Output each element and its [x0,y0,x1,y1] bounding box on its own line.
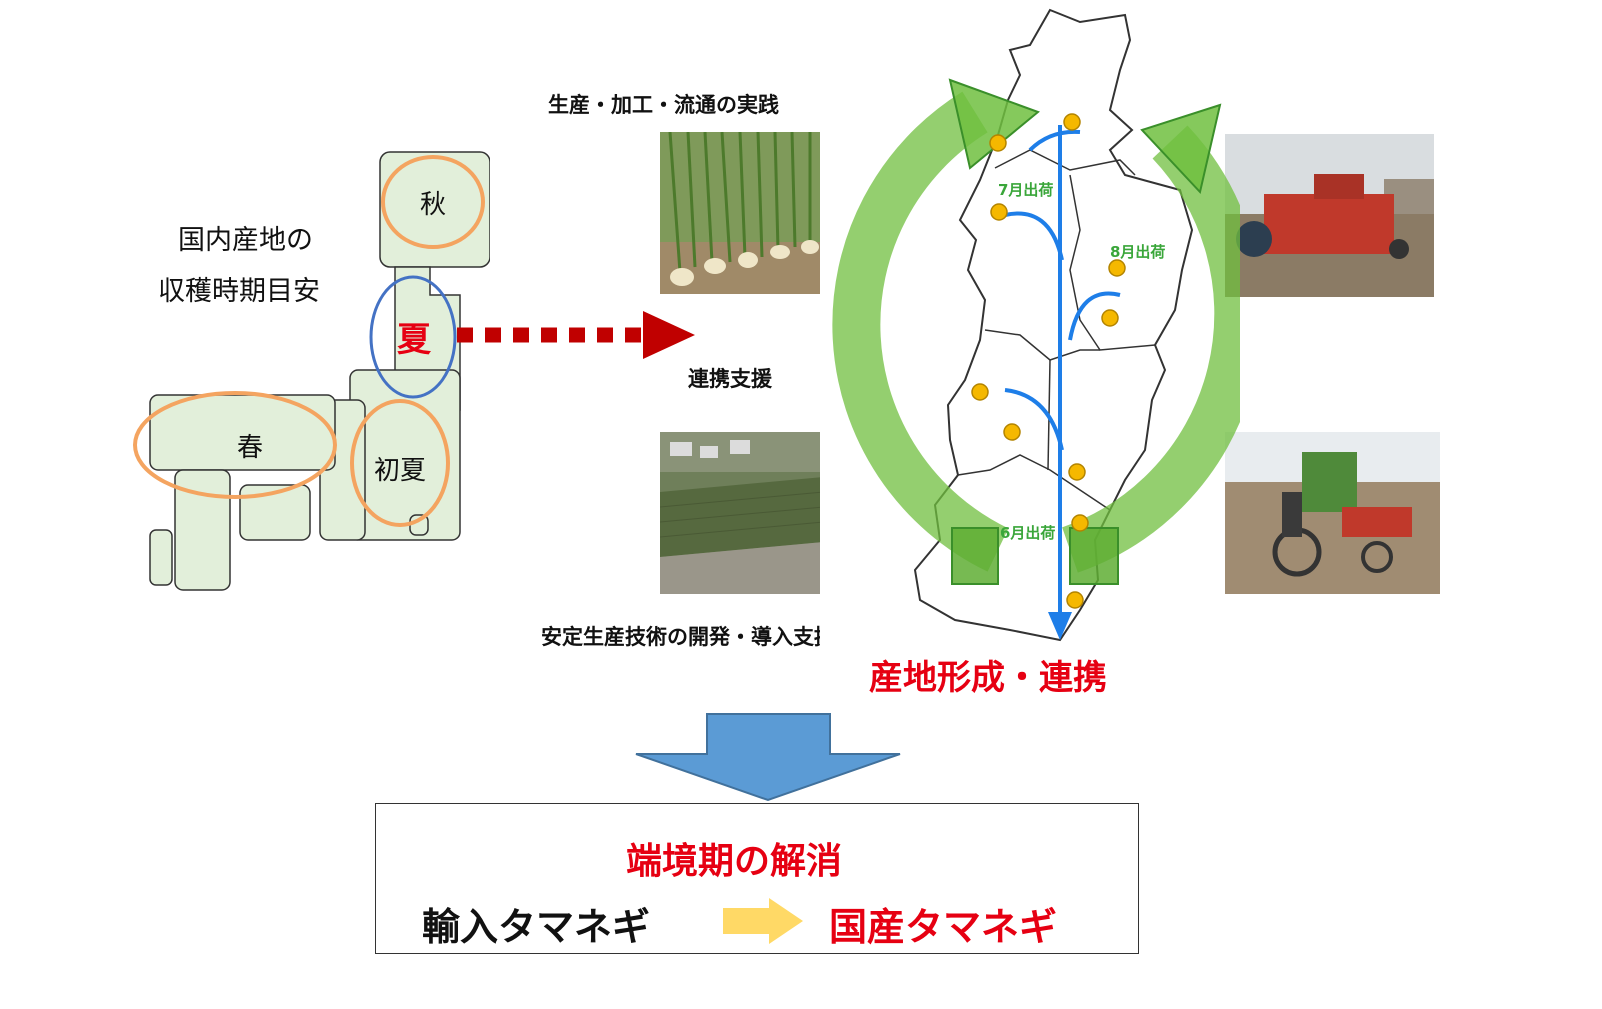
tohoku-map [780,0,1263,705]
southern-island-shape [149,529,173,586]
june-shipment-label: 6月出荷 [1000,524,1056,542]
spring-ring [133,391,337,499]
japan-map [130,140,491,600]
season-spring: 春 [237,433,264,463]
tech-support-label: 安定生産技術の開発・導入支援 [541,625,835,649]
import-onion-label: 輸入タマネギ [422,905,651,949]
cycle-arrows [832,91,1263,573]
transplanter-photo [1222,432,1440,594]
july-shipment-label: 7月出荷 [998,181,1054,199]
season-summer: 夏 [397,320,431,360]
japan-map-shapes [133,151,491,591]
harvester-photo [1224,134,1434,297]
region-formation-caption: 産地形成・連携 [869,658,1107,698]
season-early-summer: 初夏 [374,456,427,486]
japan-map-heading-line2: 収穫時期目安 [158,276,320,307]
season-autumn: 秋 [420,190,447,220]
result-box: 端境期の解消 輸入タマネギ 国産タマネギ [375,803,1139,954]
early-summer-ring [350,399,450,527]
domestic-onion-label: 国産タマネギ [829,905,1058,949]
kyushu-shape [174,469,231,591]
shikoku-shape [239,484,311,541]
off-season-resolution: 端境期の解消 [626,841,843,882]
summer-ring [369,275,457,399]
transition-arrow [721,896,806,946]
practice-label: 生産・加工・流通の実践 [548,93,779,117]
august-shipment-label: 8月出荷 [1110,243,1166,261]
production-sites [971,113,1126,609]
japan-map-heading-line1: 国内産地の [178,225,313,256]
cooperation-support-label: 連携支援 [688,367,772,391]
down-arrow [632,712,904,802]
dotted-red-arrow [455,305,700,365]
autumn-ring [381,155,485,249]
shipment-flow [1004,125,1121,620]
